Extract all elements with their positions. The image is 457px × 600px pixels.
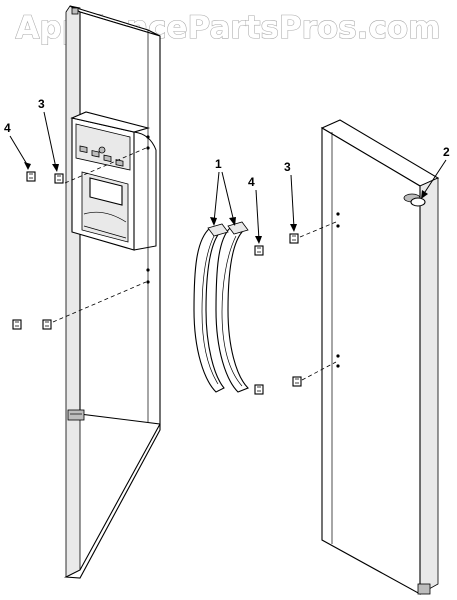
right-door xyxy=(320,119,440,595)
callout-labels: 4 3 1 4 3 2 xyxy=(4,97,450,244)
left-fasteners xyxy=(12,147,147,330)
left-door xyxy=(63,5,161,579)
left-door-bottom xyxy=(63,423,161,579)
right-mount-hole xyxy=(336,224,340,228)
left-bottom-hinge xyxy=(67,409,85,421)
left-door-side-edge xyxy=(65,5,81,578)
control-button xyxy=(91,150,100,158)
left-mount-hole xyxy=(146,280,150,284)
right-door-side xyxy=(419,177,439,595)
right-fasteners xyxy=(254,221,337,395)
control-button xyxy=(103,154,112,163)
left-bracket-upper xyxy=(26,171,36,182)
dispenser-top xyxy=(70,111,151,133)
door-handles xyxy=(193,221,249,393)
left-top-hinge xyxy=(71,7,79,15)
right-mount-hole xyxy=(336,354,340,358)
control-button xyxy=(79,145,88,153)
right-clip-upper xyxy=(289,233,299,244)
callout-4-right: 4 xyxy=(248,175,255,189)
right-mount-hole xyxy=(336,212,340,216)
right-mount-hole xyxy=(336,364,340,368)
left-clip-lower xyxy=(42,319,52,330)
callout-2: 2 xyxy=(443,145,450,159)
dispenser-indicator xyxy=(98,146,106,154)
dispenser-paddle xyxy=(89,177,123,206)
callout-4-left: 4 xyxy=(4,121,11,135)
right-bracket-lower xyxy=(254,384,264,395)
callout-3-right: 3 xyxy=(284,160,291,174)
right-bottom-hinge xyxy=(417,583,431,595)
dispenser xyxy=(70,111,157,251)
left-lower-leader xyxy=(52,281,147,323)
handle-right xyxy=(215,227,249,393)
left-clip-upper xyxy=(54,173,64,184)
hinge-plug xyxy=(410,197,426,207)
left-mount-hole xyxy=(146,268,150,272)
callout-3-left: 3 xyxy=(38,97,45,111)
control-button xyxy=(115,159,124,167)
handle-left xyxy=(193,227,225,393)
left-upper-leader xyxy=(64,147,147,184)
right-bracket-upper xyxy=(254,245,264,256)
callout-1: 1 xyxy=(215,157,222,171)
left-bracket-lower xyxy=(12,319,22,330)
dispenser-side xyxy=(133,131,157,251)
left-mount-hole xyxy=(146,146,150,150)
right-clip-lower xyxy=(292,376,302,387)
